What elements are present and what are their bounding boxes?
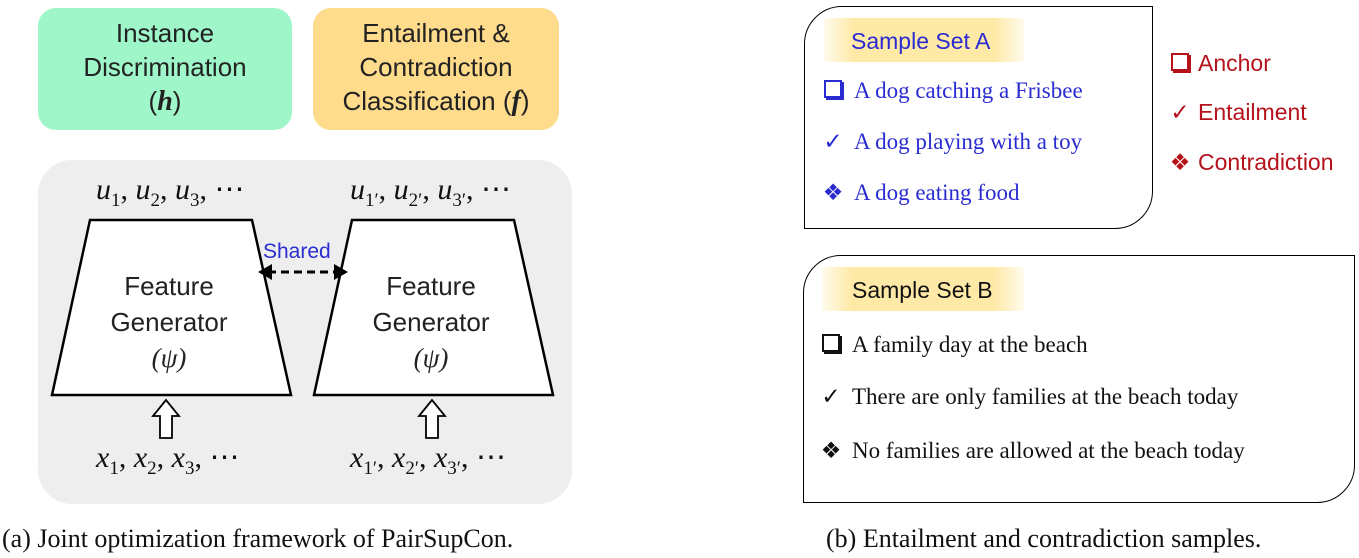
caption-b: (b) Entailment and contradiction samples… [826, 524, 1262, 553]
checkbox-icon [818, 332, 844, 358]
checkbox-icon [820, 78, 846, 104]
inputs-left: x1, x2, x3, ⋯ [96, 441, 240, 479]
sample-set-a-title: Sample Set A [851, 28, 991, 54]
set-b-item-contradiction-text: No families are allowed at the beach tod… [852, 438, 1245, 463]
set-a-item-contradiction-text: A dog eating food [854, 180, 1020, 205]
gen-right-line2: Generator [372, 307, 490, 337]
checkmark-icon: ✓ [821, 384, 841, 409]
checkmark-icon: ✓ [1170, 99, 1190, 125]
gen-left-line1: Feature [124, 271, 214, 301]
set-b-item-anchor-text: A family day at the beach [852, 332, 1088, 357]
shared-label: Shared [263, 240, 331, 263]
set-a-item-entailment-text: A dog playing with a toy [854, 129, 1083, 154]
sample-set-a-highlight [824, 18, 1024, 62]
legend-contradiction: ❖ Contradiction [1168, 149, 1334, 176]
instance-head-symbol: h [157, 86, 173, 117]
input-arrow-left [151, 398, 181, 439]
set-b-item-entailment: ✓ There are only families at the beach t… [818, 384, 1238, 410]
entail-head-line1: Entailment & [362, 18, 510, 48]
instance-head-line1: Instance [115, 18, 215, 48]
legend-entailment: ✓ Entailment [1168, 99, 1307, 126]
outputs-right: u1′, u2′, u3′, ⋯ [350, 173, 511, 211]
legend-entailment-label: Entailment [1198, 99, 1307, 125]
feature-generator-left-label: Feature Generator (ψ) [90, 268, 248, 376]
feature-generator-right-label: Feature Generator (ψ) [352, 268, 510, 376]
inputs-right: x1′, x2′, x3′, ⋯ [350, 441, 506, 479]
legend-contradiction-label: Contradiction [1198, 149, 1334, 175]
set-b-item-entailment-text: There are only families at the beach tod… [852, 384, 1239, 409]
entail-head-line3-text: Classification [342, 86, 496, 116]
checkbox-icon [1168, 50, 1192, 77]
feature-generator-right-shape [312, 218, 555, 397]
entailment-contradiction-head: Entailment & Contradiction Classificatio… [313, 8, 559, 130]
entail-head-symbol: f [511, 86, 521, 117]
sample-set-b-title: Sample Set B [852, 277, 993, 303]
instance-discrimination-head: Instance Discrimination (h) [38, 8, 292, 130]
gen-right-symbol: (ψ) [413, 343, 449, 373]
caption-a: (a) Joint optimization framework of Pair… [2, 524, 514, 553]
gen-right-line1: Feature [386, 271, 476, 301]
set-b-item-contradiction: ❖ No families are allowed at the beach t… [818, 438, 1245, 464]
diamond-flower-icon: ❖ [820, 438, 842, 463]
gen-left-line2: Generator [110, 307, 228, 337]
entail-head-line3: Classification (f) [342, 86, 530, 117]
instance-head-symbol-row: (h) [148, 86, 182, 117]
legend-anchor-label: Anchor [1198, 50, 1271, 76]
set-a-item-anchor: A dog catching a Frisbee [820, 78, 1083, 104]
shared-arrow-head-left [258, 264, 272, 280]
set-b-item-anchor: A family day at the beach [818, 332, 1088, 358]
outputs-left: u1, u2, u3, ⋯ [96, 173, 245, 211]
diamond-flower-icon: ❖ [1169, 149, 1191, 175]
feature-generator-left-shape [50, 218, 293, 397]
gen-left-symbol: (ψ) [151, 343, 187, 373]
input-arrow-right [417, 398, 447, 439]
entail-head-line2: Contradiction [359, 52, 513, 82]
set-a-item-contradiction: ❖ A dog eating food [820, 180, 1020, 206]
instance-head-line2: Discrimination [83, 52, 247, 82]
checkmark-icon: ✓ [823, 129, 843, 154]
diamond-flower-icon: ❖ [822, 180, 844, 205]
sample-set-b-highlight [822, 267, 1024, 311]
set-a-item-anchor-text: A dog catching a Frisbee [854, 78, 1083, 103]
feature-generators-graphic [50, 218, 555, 439]
set-a-item-entailment: ✓ A dog playing with a toy [820, 129, 1082, 155]
legend-anchor: Anchor [1168, 50, 1271, 77]
shared-arrow-head-right [334, 264, 348, 280]
